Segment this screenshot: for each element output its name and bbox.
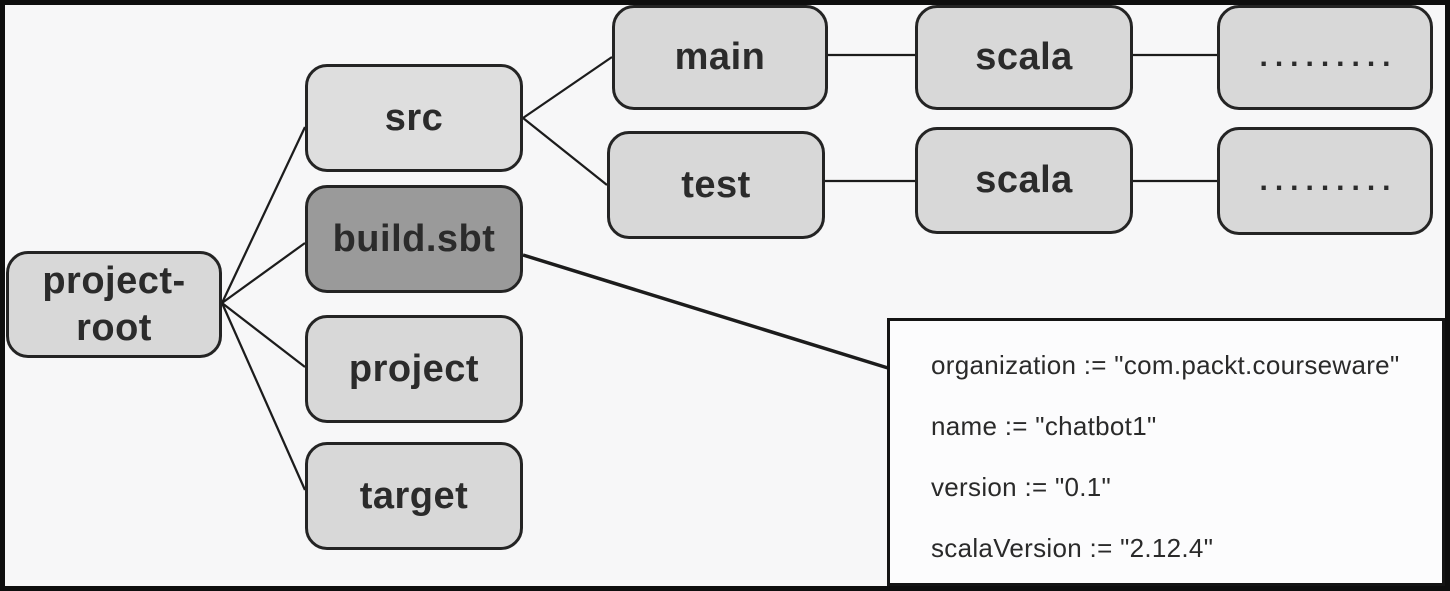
edge-projectroot-buildsbt <box>221 242 306 304</box>
node-target: target <box>305 442 523 550</box>
node-scala-test-label: scala <box>975 159 1073 202</box>
code-line-name: name := "chatbot1" <box>931 411 1157 441</box>
node-scala-main-label: scala <box>975 36 1073 79</box>
build-sbt-contents-box: organization := "com.packt.courseware" n… <box>887 318 1445 586</box>
edge-projectroot-src <box>220 126 307 304</box>
node-src: src <box>305 64 523 172</box>
node-build-sbt-label: build.sbt <box>332 217 496 260</box>
node-test: test <box>607 131 825 239</box>
node-project: project <box>305 315 523 423</box>
edge-src-test <box>522 117 608 186</box>
node-ellipsis-main-label: ......... <box>1259 40 1398 74</box>
node-main-label: main <box>674 36 766 79</box>
edge-projectroot-target <box>220 302 307 491</box>
node-ellipsis-test: ......... <box>1217 127 1433 235</box>
edge-src-main <box>522 56 613 119</box>
node-target-label: target <box>359 474 469 517</box>
node-scala-test: scala <box>915 127 1133 234</box>
code-line-organization: organization := "com.packt.courseware" <box>931 350 1400 380</box>
edge-buildsbt-codebox <box>522 253 889 370</box>
node-test-label: test <box>681 163 751 206</box>
node-scala-main: scala <box>915 5 1133 110</box>
edge-projectroot-project <box>221 302 306 368</box>
node-build-sbt: build.sbt <box>305 185 523 293</box>
code-line-version: version := "0.1" <box>931 472 1112 502</box>
node-src-label: src <box>384 96 444 139</box>
node-ellipsis-main: ......... <box>1217 5 1433 110</box>
node-main: main <box>612 5 828 110</box>
node-ellipsis-test-label: ......... <box>1259 163 1398 197</box>
node-project-label: project <box>348 347 480 390</box>
node-project-root-label: project-root <box>42 260 186 349</box>
code-line-scalaversion: scalaVersion := "2.12.4" <box>931 533 1214 563</box>
node-project-root: project-root <box>6 251 222 358</box>
